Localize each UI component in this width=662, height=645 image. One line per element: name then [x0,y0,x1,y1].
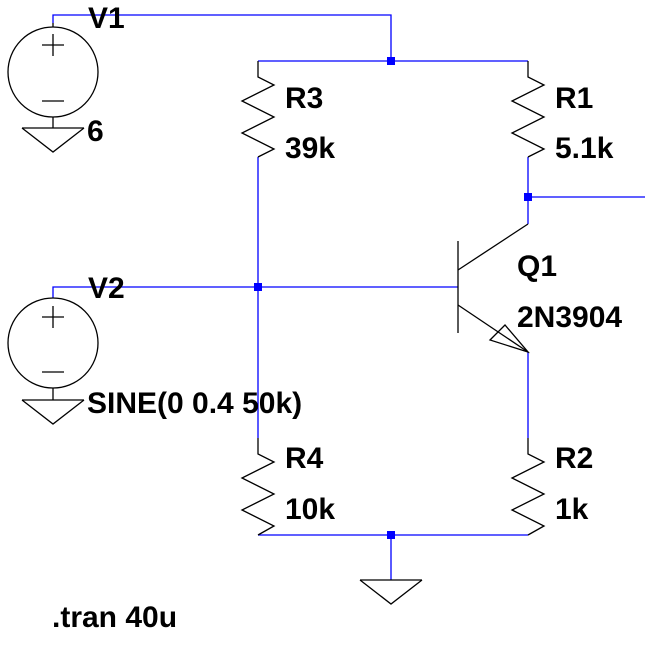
resistor-r4[interactable] [240,438,276,536]
wire-v1-supply[interactable] [52,14,392,61]
voltage-source-v2[interactable] [7,297,99,425]
r4-name-label: R4 [285,442,324,475]
junction-ground [387,531,395,539]
emitter-arrow-icon [488,324,530,354]
junction-output [524,193,532,201]
junction-supply [387,57,395,65]
ground-symbol-v2 [21,399,85,425]
v2-name-label: V2 [88,272,125,305]
wire-v2-base[interactable] [52,286,458,298]
v1-name-label: V1 [88,2,125,35]
r1-value-label: 5.1k [555,132,614,165]
v2-value-label: SINE(0 0.4 50k) [87,387,302,420]
voltage-source-v1[interactable] [7,23,99,153]
r4-value-label: 10k [285,493,335,526]
v1-value-label: 6 [87,115,104,148]
q1-name-label: Q1 [517,250,557,283]
resistor-r1[interactable] [510,61,546,158]
q1-model-label: 2N3904 [517,301,622,334]
spice-directive[interactable]: .tran 40u [52,601,177,634]
r2-value-label: 1k [555,493,589,526]
ground-symbol-v1 [21,127,85,153]
junction-base [254,283,262,291]
resistor-r3[interactable] [240,61,276,158]
r3-value-label: 39k [285,132,335,165]
r1-name-label: R1 [555,82,593,115]
r3-name-label: R3 [285,82,323,115]
r2-name-label: R2 [555,442,593,475]
transistor-q1[interactable] [457,223,530,354]
resistor-r2[interactable] [510,438,546,536]
ground-symbol-main[interactable] [359,579,423,605]
